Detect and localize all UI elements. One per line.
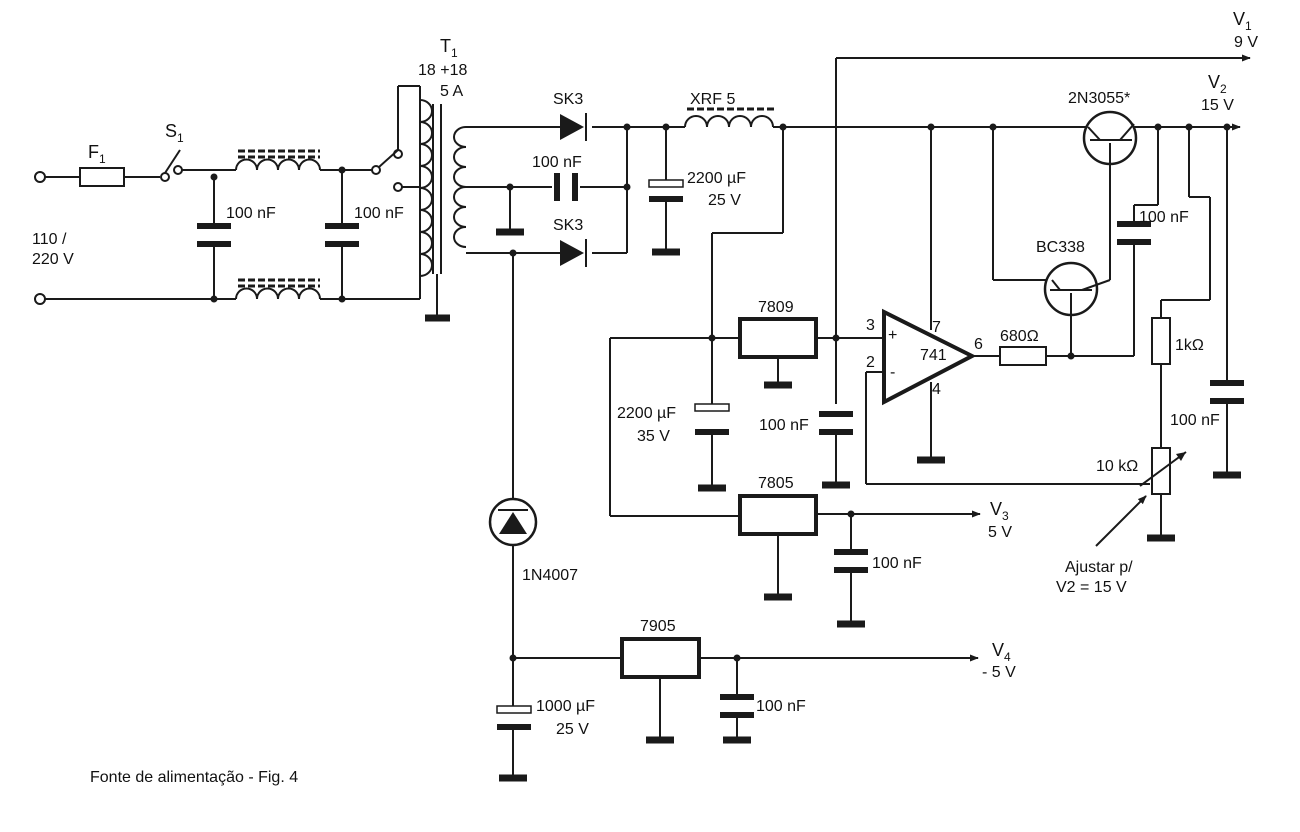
transformer-label: T1: [440, 36, 458, 60]
opamp-pin6: 6: [974, 336, 983, 353]
output-v3-label: V3: [990, 499, 1009, 523]
switch-label: S1: [165, 121, 184, 145]
diode-1n4007: [488, 497, 538, 547]
opamp-plus: +: [888, 327, 897, 344]
cap-7905-out-label: 100 nF: [756, 698, 806, 715]
diode-sk3-bottom: [560, 239, 587, 267]
adjust-arrow: [1095, 495, 1147, 547]
feedback-capacitor: [1117, 127, 1159, 356]
opamp-pin7: 7: [932, 319, 941, 336]
adjust-note-line2: V2 = 15 V: [1056, 579, 1127, 596]
transistor-2n3055: [1082, 110, 1138, 280]
choke-label: XRF 5: [690, 91, 735, 108]
diode-sk3-bottom-label: SK3: [553, 217, 583, 234]
cap-7809-in-value: 2200 µF: [617, 405, 676, 422]
output-v2-value: 15 V: [1201, 97, 1234, 114]
regulator-7809-label: 7809: [758, 299, 794, 316]
output-v1-label: V1: [1233, 9, 1252, 33]
transformer-current: 5 A: [440, 83, 463, 100]
cap-7809-in-voltage: 35 V: [637, 428, 670, 445]
figure-caption: Fonte de alimentação - Fig. 4: [90, 769, 298, 786]
fuse-label: F1: [88, 142, 106, 166]
adjust-note-line1: Ajustar p/: [1065, 559, 1133, 576]
diode-1n4007-label: 1N4007: [522, 567, 578, 584]
line-filter-choke-bottom: [235, 278, 321, 300]
output-v2-label: V2: [1208, 72, 1227, 96]
opamp-pin3: 3: [866, 317, 875, 334]
v1-rail: [835, 54, 1251, 404]
cap-1000uf-voltage: 25 V: [556, 721, 589, 738]
opamp-minus: -: [890, 364, 895, 381]
opamp-name: 741: [920, 347, 947, 364]
main-cap-voltage: 25 V: [708, 192, 741, 209]
filter-capacitor-1: [197, 173, 231, 303]
filter-capacitor-2: [325, 166, 359, 303]
cap-7809-out-label: 100 nF: [759, 417, 809, 434]
capacitor-7805-output: [834, 514, 868, 628]
opamp-741: [865, 123, 1150, 485]
transistor-bc338: [989, 123, 1111, 356]
main-filter-capacitor: [648, 123, 684, 256]
resistor-1k: [1151, 127, 1211, 448]
opamp-pin4: 4: [932, 381, 941, 398]
regulator-7905: [620, 637, 979, 744]
regulator-7809: [738, 317, 884, 389]
opamp-pin2: 2: [866, 354, 875, 371]
capacitor-7809-input: [694, 403, 730, 492]
resistor-680-label: 680Ω: [1000, 328, 1039, 345]
regulator-7805: [738, 494, 981, 601]
transformer-t1: [419, 99, 467, 322]
fuse-f1: [79, 167, 125, 187]
cap-1000uf-value: 1000 µF: [536, 698, 595, 715]
diode-sk3-top-label: SK3: [553, 91, 583, 108]
transistor-2n3055-label: 2N3055*: [1068, 90, 1130, 107]
input-voltage-line2: 220 V: [32, 251, 74, 268]
transistor-bc338-label: BC338: [1036, 239, 1085, 256]
regulator-7805-label: 7805: [758, 475, 794, 492]
regulator-7905-label: 7905: [640, 618, 676, 635]
capacitor-7905-output: [720, 658, 754, 744]
rectifier-capacitor: [554, 173, 578, 201]
capacitor-7809-output: [819, 411, 853, 489]
feedback-cap-label: 100 nF: [1139, 209, 1189, 226]
output-v3-value: 5 V: [988, 524, 1012, 541]
choke-xrf5: [684, 107, 1241, 131]
input-voltage-line1: 110 /: [32, 231, 67, 248]
filter-cap-2-label: 100 nF: [354, 205, 404, 222]
cap-7805-out-label: 100 nF: [872, 555, 922, 572]
potentiometer-label: 10 kΩ: [1096, 458, 1138, 475]
potentiometer-10k: [1139, 447, 1187, 542]
output-cap-v2-label: 100 nF: [1170, 412, 1220, 429]
negative-branch-wiring: [509, 249, 622, 706]
main-cap-value: 2200 µF: [687, 170, 746, 187]
diode-sk3-top: [560, 113, 587, 141]
transformer-rating: 18 +18: [418, 62, 467, 79]
resistor-680: [999, 346, 1134, 366]
voltage-selector-switch: [371, 149, 403, 192]
7809-input-wiring: [609, 127, 784, 517]
output-v1-value: 9 V: [1234, 34, 1258, 51]
capacitor-1000uf: [496, 705, 532, 782]
input-wires: [45, 85, 421, 300]
rectifier-wiring: [466, 123, 685, 254]
filter-cap-1-label: 100 nF: [226, 205, 276, 222]
rectifier-cap-label: 100 nF: [532, 154, 582, 171]
line-filter-choke-top: [235, 149, 321, 171]
output-v4-value: - 5 V: [982, 664, 1016, 681]
resistor-1k-label: 1kΩ: [1175, 337, 1204, 354]
switch-s1: [160, 149, 183, 182]
output-v4-label: V4: [992, 640, 1011, 664]
output-capacitor-v2: [1210, 127, 1244, 479]
